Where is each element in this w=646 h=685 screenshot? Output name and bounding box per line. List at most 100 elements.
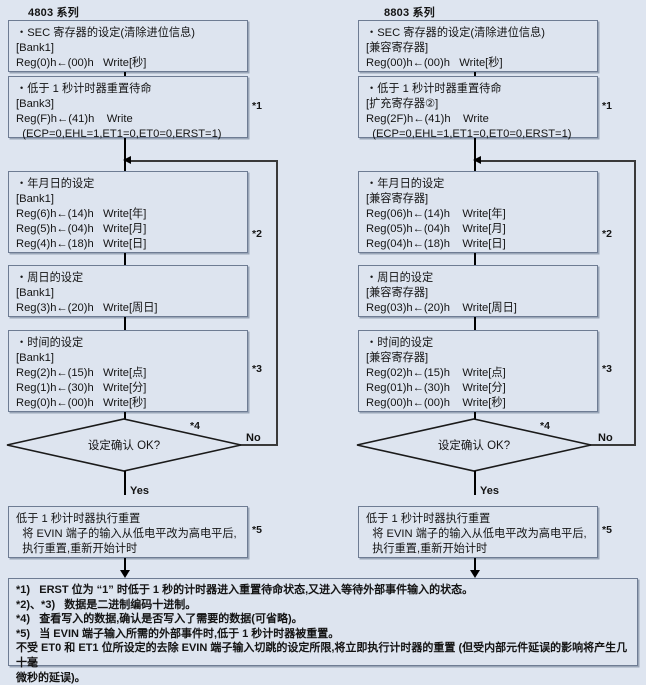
box-line: Reg(00)h←(00)h Write[秒] xyxy=(366,57,503,69)
box-line: Reg(2F)h←(41)h Write xyxy=(366,113,489,125)
col-4803-sub-second-timer-reset-standby-box: ・低于 1 秒计时器重置待命 [Bank3] Reg(F)h←(41)h Wri… xyxy=(8,76,248,140)
branch-label-no: No xyxy=(246,432,261,444)
note-marker-5: *5 xyxy=(252,524,262,536)
col-4803-sec-register-setting-box: ・SEC 寄存器的设定(清除进位信息) [Bank1] Reg(0)h←(00)… xyxy=(8,20,248,72)
box-line: ・时间的设定 xyxy=(16,337,84,349)
box-line: ・周日的设定 xyxy=(16,272,84,284)
box-line: Reg(00)h←(00)h Write[秒] xyxy=(366,397,506,409)
note-marker-3: *3 xyxy=(252,363,262,375)
box-line: 执行重置,重新开始计时 xyxy=(16,543,138,555)
box-line: ・SEC 寄存器的设定(清除进位信息) xyxy=(366,27,546,39)
box-line: 低于 1 秒计时器执行重置 xyxy=(366,513,491,525)
column-title-4803: 4803 系列 xyxy=(28,7,79,19)
box-line: 将 EVIN 端子的输入从低电平改为高电平后, xyxy=(16,528,237,540)
feedback-line-from-no xyxy=(240,444,278,446)
box-line: ・周日的设定 xyxy=(366,272,434,284)
branch-label-yes: Yes xyxy=(480,485,499,497)
box-line: 将 EVIN 端子的输入从低电平改为高电平后, xyxy=(366,528,587,540)
box-line: [兼容寄存器] xyxy=(366,193,429,205)
branch-label-yes: Yes xyxy=(130,485,149,497)
connector-line xyxy=(474,471,476,495)
connector-line xyxy=(124,317,126,332)
note-marker-1: *1 xyxy=(602,100,612,112)
box-line: 执行重置,重新开始计时 xyxy=(366,543,488,555)
box-line: [Bank1] xyxy=(16,352,54,364)
box-line: [Bank1] xyxy=(16,287,54,299)
box-line: Reg(3)h←(20)h Write[周日] xyxy=(16,302,158,314)
connector-line xyxy=(474,412,476,421)
box-line: (ECP=0,EHL=1,ET1=0,ET0=0,ERST=1) xyxy=(16,128,222,140)
box-line: [扩充寄存器②] xyxy=(366,98,439,110)
connector-line xyxy=(124,138,126,171)
connector-line xyxy=(124,471,126,495)
feedback-arrow-icon xyxy=(473,156,481,164)
arrow-down-icon xyxy=(120,570,130,578)
connector-line xyxy=(124,558,126,572)
box-line: Reg(05)h←(04)h Write[月] xyxy=(366,223,506,235)
connector-line xyxy=(124,72,126,78)
box-line: [Bank1] xyxy=(16,42,54,54)
box-line: Reg(2)h←(15)h Write[点] xyxy=(16,367,147,379)
connector-line xyxy=(124,253,126,267)
footnote-item: 不受 ET0 和 ET1 位所设定的去除 EVIN 端子输入切跳的设定所限,将立… xyxy=(16,642,628,669)
box-line: Reg(03)h←(20)h Write[周日] xyxy=(366,302,517,314)
col-4803-weekday-setting-box: ・周日的设定 [Bank1] Reg(3)h←(20)h Write[周日] xyxy=(8,265,248,317)
decision-label: 设定确认 OK? xyxy=(437,440,511,452)
box-line: ・年月日的设定 xyxy=(366,178,445,190)
box-line: ・低于 1 秒计时器重置待命 xyxy=(366,83,502,95)
col-4803-execute-reset-box: 低于 1 秒计时器执行重置 将 EVIN 端子的输入从低电平改为高电平后, 执行… xyxy=(8,506,248,558)
box-line: Reg(0)h←(00)h Write[秒] xyxy=(16,397,147,409)
col-8803-time-setting-box: ・时间的设定 [兼容寄存器] Reg(02)h←(15)h Write[点] R… xyxy=(358,330,598,412)
feedback-line-from-no xyxy=(590,444,636,446)
footnotes-panel: *1) ERST 位为 “1” 时低于 1 秒的计时器进入重置待命状态,又进入等… xyxy=(8,578,638,684)
note-marker-4: *4 xyxy=(190,420,200,432)
box-line: [Bank3] xyxy=(16,98,54,110)
note-marker-5: *5 xyxy=(602,524,612,536)
footnote-item: *4) 查看写入的数据,确认是否写入了需要的数据(可省略)。 xyxy=(16,613,303,626)
footnote-item: *2)、*3) 数据是二进制编码十进制。 xyxy=(16,598,197,611)
box-line: ・时间的设定 xyxy=(366,337,434,349)
box-line: [Bank1] xyxy=(16,193,54,205)
connector-line xyxy=(474,253,476,267)
arrow-down-icon xyxy=(470,570,480,578)
col-4803-time-setting-box: ・时间的设定 [Bank1] Reg(2)h←(15)h Write[点] Re… xyxy=(8,330,248,412)
connector-line xyxy=(474,558,476,572)
box-line: Reg(5)h←(04)h Write[月] xyxy=(16,223,147,235)
col-8803-sec-register-setting-box: ・SEC 寄存器的设定(清除进位信息) [兼容寄存器] Reg(00)h←(00… xyxy=(358,20,598,72)
note-marker-2: *2 xyxy=(252,228,262,240)
box-line: ・年月日的设定 xyxy=(16,178,95,190)
connector-line xyxy=(474,138,476,171)
box-line: Reg(1)h←(30)h Write[分] xyxy=(16,382,147,394)
col-8803-execute-reset-box: 低于 1 秒计时器执行重置 将 EVIN 端子的输入从低电平改为高电平后, 执行… xyxy=(358,506,598,558)
box-line: 低于 1 秒计时器执行重置 xyxy=(16,513,141,525)
feedback-arrow-icon xyxy=(123,156,131,164)
note-marker-2: *2 xyxy=(602,228,612,240)
decision-label: 设定确认 OK? xyxy=(87,440,161,452)
col-8803-sub-second-timer-reset-standby-box: ・低于 1 秒计时器重置待命 [扩充寄存器②] Reg(2F)h←(41)h W… xyxy=(358,76,598,140)
note-marker-4: *4 xyxy=(540,420,550,432)
box-line: Reg(04)h←(18)h Write[日] xyxy=(366,238,506,250)
box-line: (ECP=0,EHL=1,ET1=0,ET0=0,ERST=1) xyxy=(366,128,572,140)
feedback-line-horizontal xyxy=(130,160,278,162)
feedback-line-horizontal xyxy=(480,160,636,162)
col-8803-weekday-setting-box: ・周日的设定 [兼容寄存器] Reg(03)h←(20)h Write[周日] xyxy=(358,265,598,317)
col-8803-year-month-day-setting-box: ・年月日的设定 [兼容寄存器] Reg(06)h←(14)h Write[年] … xyxy=(358,171,598,253)
box-line: Reg(02)h←(15)h Write[点] xyxy=(366,367,506,379)
box-line: Reg(0)h←(00)h Write[秒] xyxy=(16,57,147,69)
box-line: ・低于 1 秒计时器重置待命 xyxy=(16,83,152,95)
feedback-line-vertical xyxy=(634,160,636,445)
footnote-item: *1) ERST 位为 “1” 时低于 1 秒的计时器进入重置待命状态,又进入等… xyxy=(16,584,474,596)
note-marker-3: *3 xyxy=(602,363,612,375)
branch-label-no: No xyxy=(598,432,613,444)
connector-line xyxy=(124,412,126,421)
col-4803-year-month-day-setting-box: ・年月日的设定 [Bank1] Reg(6)h←(14)h Write[年] R… xyxy=(8,171,248,253)
box-line: ・SEC 寄存器的设定(清除进位信息) xyxy=(16,27,196,39)
note-marker-1: *1 xyxy=(252,100,262,112)
footnote-item: *5) 当 EVIN 端子输入所需的外部事件时,低于 1 秒计时器被重置。 xyxy=(16,627,340,640)
box-line: [兼容寄存器] xyxy=(366,352,429,364)
feedback-line-vertical xyxy=(276,160,278,445)
box-line: Reg(F)h←(41)h Write xyxy=(16,113,133,125)
box-line: Reg(6)h←(14)h Write[年] xyxy=(16,208,147,220)
box-line: Reg(01)h←(30)h Write[分] xyxy=(366,382,506,394)
